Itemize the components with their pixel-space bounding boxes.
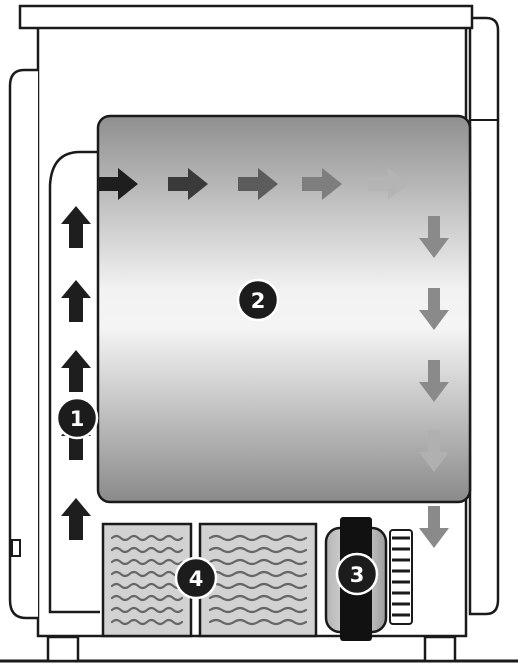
cabinet-top xyxy=(18,4,474,30)
up-arrow-icon xyxy=(61,350,91,392)
up-arrow-icon xyxy=(61,280,91,322)
right-arrow-icon xyxy=(302,168,342,200)
down-arrow-icon xyxy=(419,360,449,402)
foot-left xyxy=(46,635,80,663)
callout-4: 4 xyxy=(174,556,218,600)
foot-right xyxy=(423,635,457,663)
drum xyxy=(96,114,472,504)
down-arrow-icon xyxy=(419,216,449,258)
fan-blades xyxy=(389,529,413,625)
down-arrow-icon xyxy=(419,506,449,548)
back-panel xyxy=(466,16,500,616)
callout-1: 1 xyxy=(55,396,99,440)
callout-3: 3 xyxy=(335,552,379,596)
right-arrow-icon xyxy=(238,168,278,200)
airflow-right-arrows xyxy=(98,168,408,200)
right-arrow-icon xyxy=(98,168,138,200)
down-arrow-icon xyxy=(419,430,449,472)
callout-4-label: 4 xyxy=(189,567,204,591)
up-arrow-icon xyxy=(61,206,91,248)
door-hinge xyxy=(11,539,21,557)
door xyxy=(8,68,38,620)
right-arrow-icon xyxy=(368,168,408,200)
right-arrow-icon xyxy=(168,168,208,200)
callout-3-label: 3 xyxy=(350,563,365,587)
callout-2-label: 2 xyxy=(251,289,266,313)
up-arrow-icon xyxy=(61,498,91,540)
callout-1-label: 1 xyxy=(70,407,85,431)
down-arrow-icon xyxy=(419,288,449,330)
callout-2: 2 xyxy=(236,278,280,322)
airflow-down-arrows xyxy=(419,216,449,548)
